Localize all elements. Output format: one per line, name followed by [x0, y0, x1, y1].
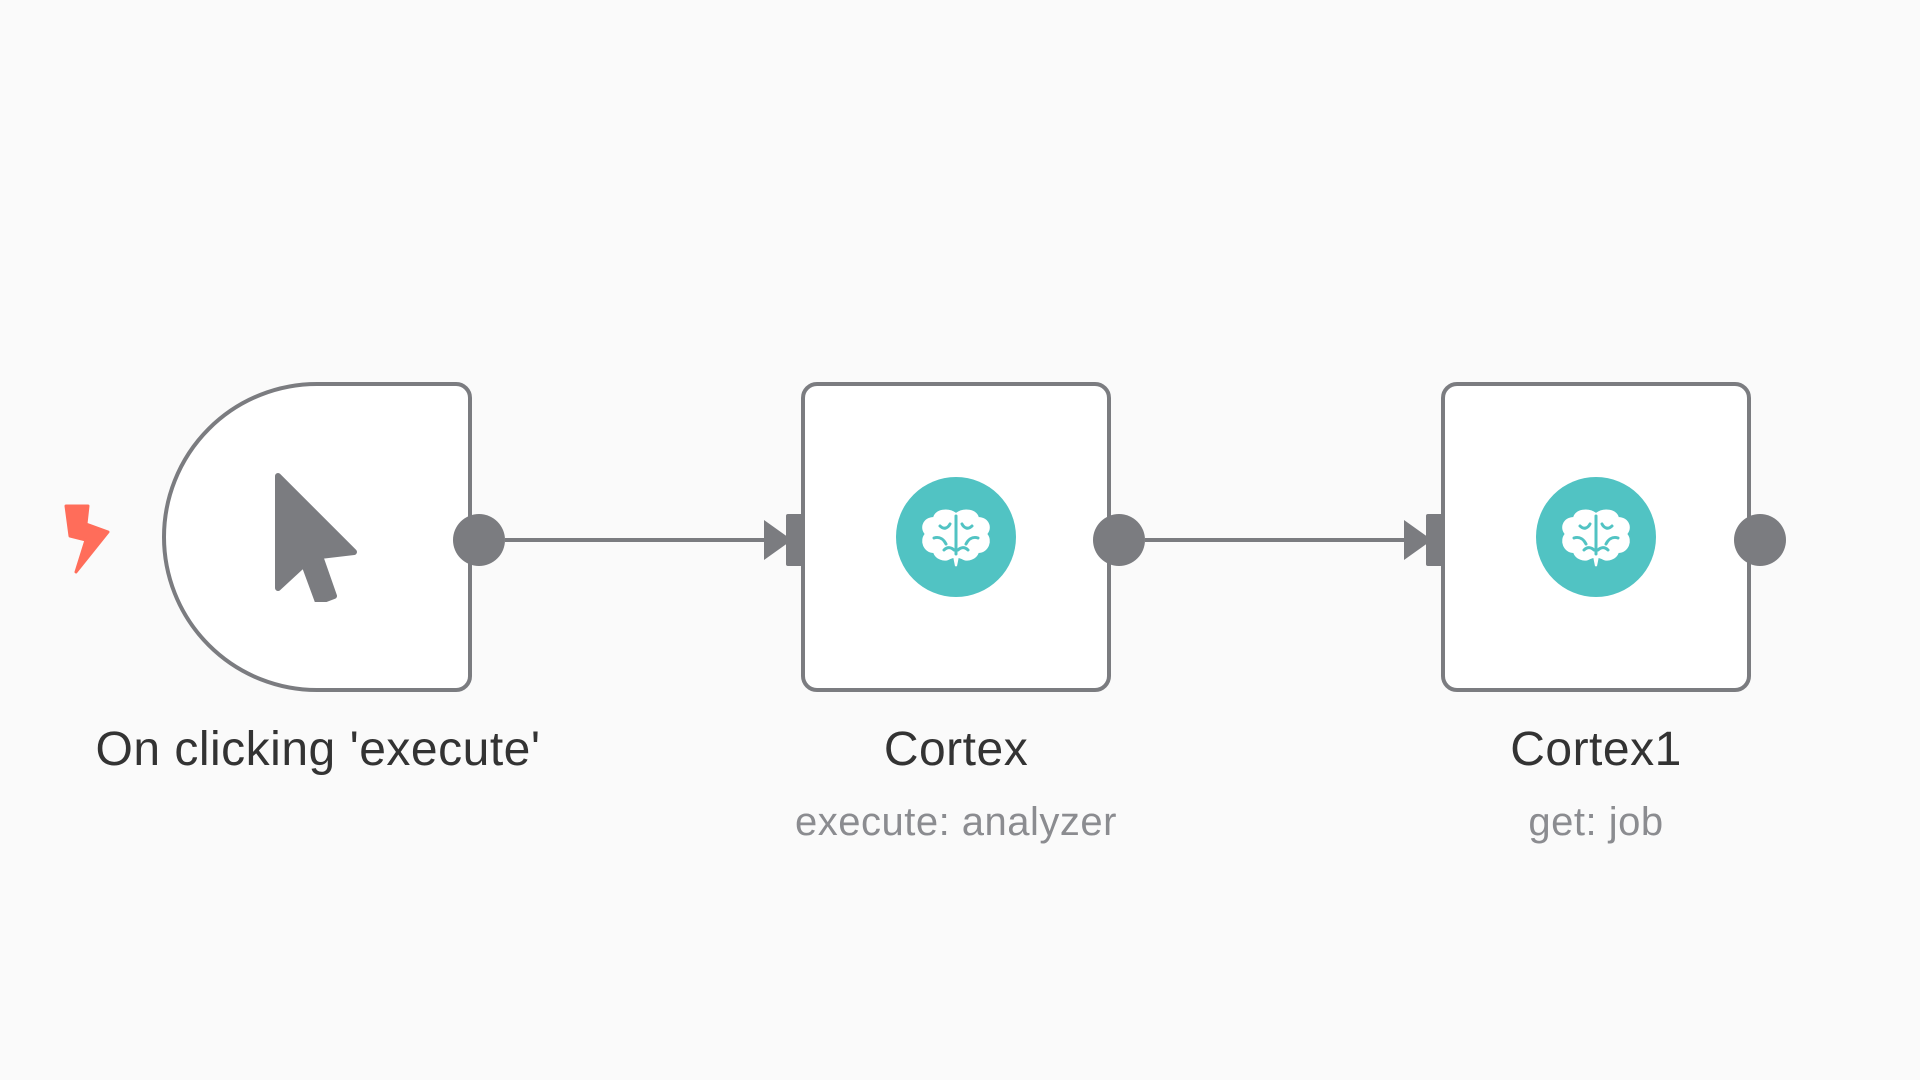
- trigger-output-handle[interactable]: [453, 514, 505, 566]
- trigger-node-icon-wrap: [166, 386, 468, 688]
- brain-icon: [896, 477, 1016, 597]
- mouse-pointer-icon: [275, 473, 357, 602]
- cortex-output-handle[interactable]: [1093, 514, 1145, 566]
- cortex1-node-subtitle: get: job: [1528, 800, 1664, 844]
- cortex1-node-icon-wrap: [1445, 386, 1747, 688]
- trigger-node-label: On clicking 'execute': [95, 723, 541, 776]
- connection-trigger-to-cortex[interactable]: [505, 520, 792, 560]
- bolt-icon: [64, 504, 110, 574]
- brain-icon: [1536, 477, 1656, 597]
- cortex1-node[interactable]: [1441, 382, 1751, 692]
- cortex1-node-label: Cortex1: [1510, 723, 1682, 776]
- cortex1-output-handle[interactable]: [1734, 514, 1786, 566]
- connection-cortex-to-cortex1[interactable]: [1145, 520, 1432, 560]
- cortex-node-subtitle: execute: analyzer: [794, 800, 1117, 844]
- trigger-node[interactable]: [162, 382, 472, 692]
- cortex-node[interactable]: [801, 382, 1111, 692]
- cortex-node-icon-wrap: [805, 386, 1107, 688]
- cortex-node-label: Cortex: [883, 723, 1029, 776]
